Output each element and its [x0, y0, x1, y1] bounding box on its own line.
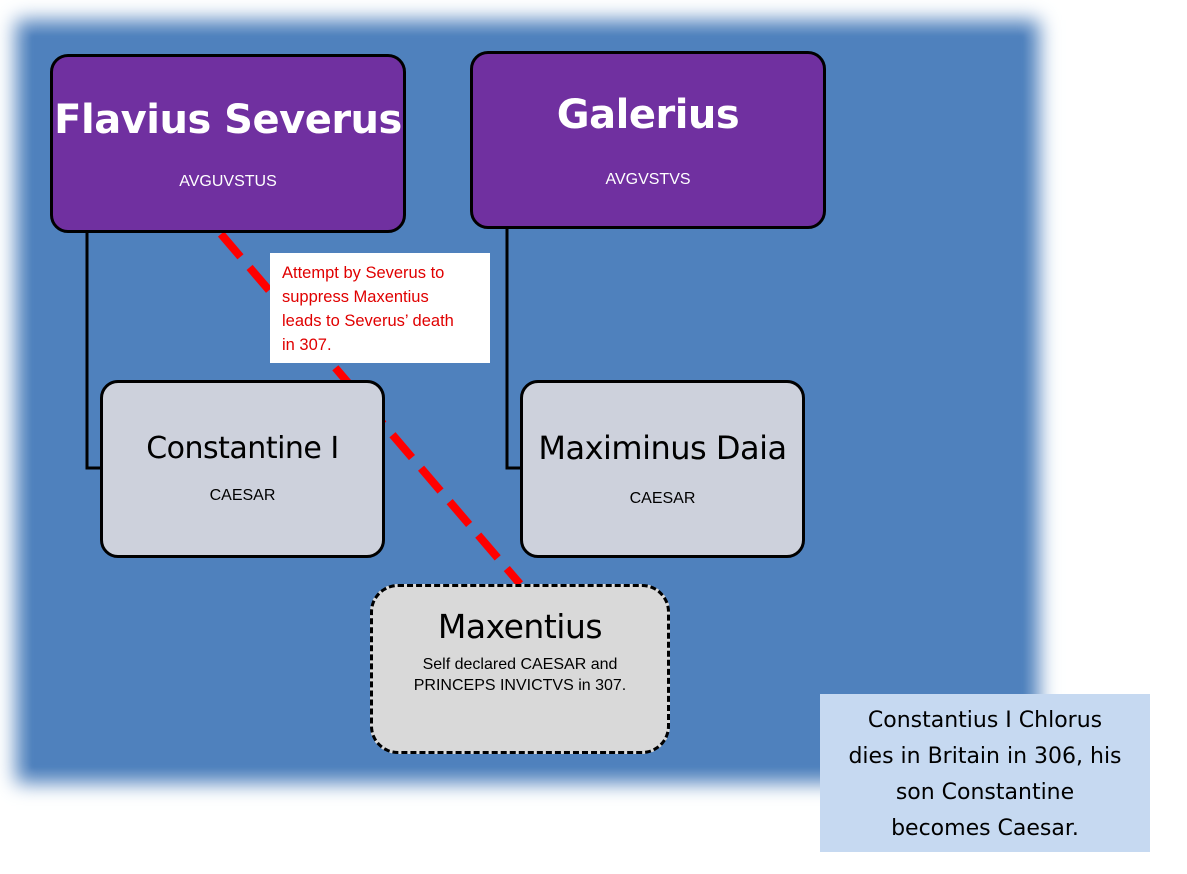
note-line-4: becomes Caesar.: [891, 816, 1079, 841]
node-name: Constantine I: [146, 431, 339, 466]
node-flavius-severus[interactable]: Flavius Severus AVGUVSTUS: [50, 54, 406, 233]
node-description-line-2: PRINCEPS INVICTVS in 307.: [413, 677, 627, 694]
node-name: Flavius Severus: [54, 97, 402, 143]
node-title: CAESAR: [209, 487, 276, 504]
node-galerius[interactable]: Galerius AVGVSTVS: [470, 51, 826, 229]
node-maximinus-daia[interactable]: Maximinus Daia CAESAR: [520, 380, 805, 558]
constantius-note: Constantius I Chlorus dies in Britain in…: [820, 694, 1150, 852]
node-name: Maxentius: [437, 607, 603, 646]
node-title: CAESAR: [629, 490, 696, 507]
note-line-3: son Constantine: [895, 780, 1075, 805]
node-name: Maximinus Daia: [538, 429, 787, 467]
callout-line-4: in 307.: [282, 336, 332, 354]
connector-severus-constantine: [85, 232, 102, 470]
node-maxentius[interactable]: Maxentius Self declared CAESAR and PRINC…: [370, 584, 670, 754]
callout-line-1: Attempt by Severus to: [282, 264, 445, 282]
callout-line-2: suppress Maxentius: [282, 288, 429, 306]
node-name: Galerius: [556, 92, 740, 138]
node-title: AVGUVSTUS: [179, 173, 277, 190]
callout-line-3: leads to Severus’ death: [282, 312, 454, 330]
node-constantine-i[interactable]: Constantine I CAESAR: [100, 380, 385, 558]
connector-galerius-maximinus: [505, 228, 522, 470]
node-title: AVGVSTVS: [605, 171, 691, 188]
note-line-2: dies in Britain in 306, his: [848, 744, 1122, 769]
note-line-1: Constantius I Chlorus: [867, 708, 1103, 733]
node-description-line-1: Self declared CAESAR and: [422, 656, 618, 673]
conflict-callout: Attempt by Severus to suppress Maxentius…: [270, 253, 490, 363]
